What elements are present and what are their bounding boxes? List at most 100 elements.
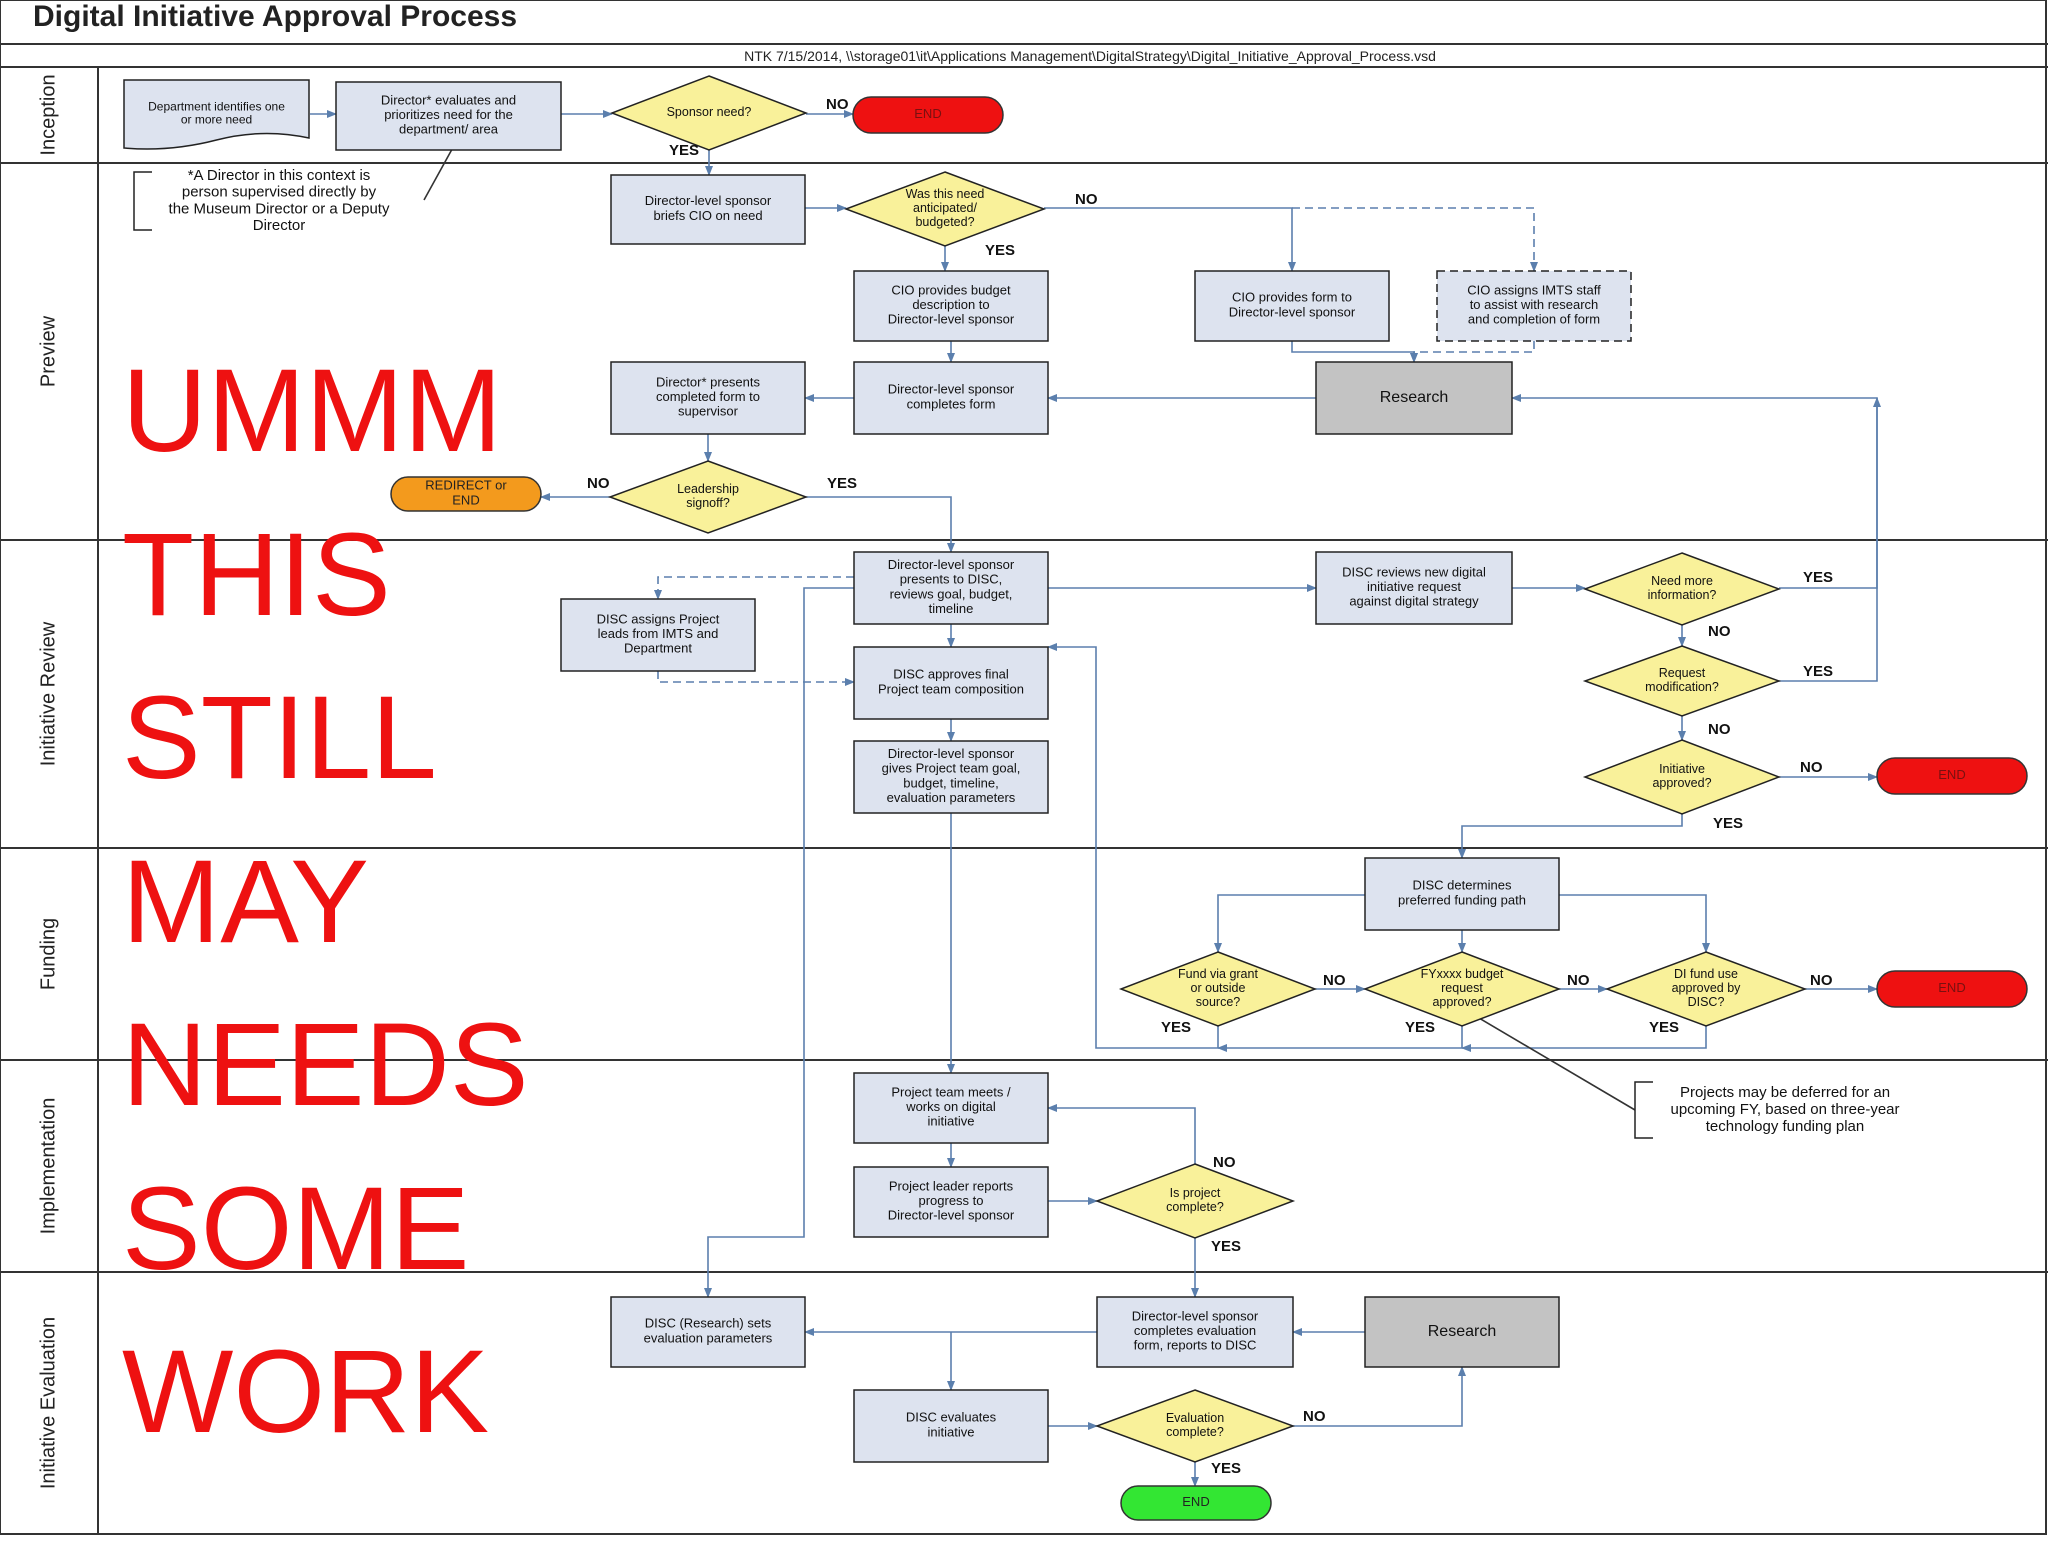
node-end-review: END — [1876, 757, 2028, 795]
connector — [657, 671, 855, 686]
node-research-preview: Research — [1315, 361, 1513, 435]
node-text: Research — [1380, 389, 1448, 406]
overlay-line: WORK — [122, 1326, 490, 1458]
branch-label-yes: YES — [985, 242, 1015, 259]
branch-label-yes: YES — [827, 475, 857, 492]
overlay-line: NEEDS — [122, 999, 529, 1131]
branch-label-yes: YES — [1211, 1238, 1241, 1255]
node-text: END — [1182, 1494, 1209, 1509]
connector — [1214, 894, 1365, 953]
overlay-line: STILL — [122, 672, 437, 804]
lane-label: Implementation — [37, 1098, 59, 1235]
lane-label: Funding — [37, 918, 59, 990]
lane-label: Initiative Evaluation — [37, 1317, 59, 1489]
branch-label-no: NO — [1810, 972, 1833, 989]
node-text: END — [914, 106, 941, 121]
connector — [1779, 397, 1881, 682]
node-text: END — [1938, 767, 1965, 782]
branch-label-no: NO — [1075, 191, 1098, 208]
overlay-line: THIS — [122, 508, 391, 641]
connector — [1461, 1007, 1636, 1111]
connector — [1047, 643, 1219, 1049]
branch-label-no: NO — [1323, 972, 1346, 989]
connector — [1458, 814, 1683, 859]
node-end-final: END — [1120, 1485, 1272, 1521]
connector — [1461, 1026, 1707, 1052]
overlay-annotation: UMMM THIS STILL MAY NEEDS SOME WORK — [122, 330, 529, 1475]
branch-label-no: NO — [1303, 1408, 1326, 1425]
node-text: END — [1938, 980, 1965, 995]
connectors — [310, 110, 1881, 1487]
branch-label-no: NO — [826, 96, 849, 113]
node-end-inception: END — [852, 96, 1004, 134]
overlay-line: SOME — [122, 1162, 470, 1295]
branch-label-no: NO — [587, 475, 610, 492]
connector — [654, 576, 854, 600]
branch-label-yes: YES — [1211, 1460, 1241, 1477]
connector — [1047, 1104, 1196, 1164]
node-text: Research — [1428, 1323, 1496, 1340]
branch-label-yes: YES — [1161, 1019, 1191, 1036]
node-sponsor-need: Sponsor need? — [609, 75, 809, 151]
branch-label-yes: YES — [1803, 663, 1833, 680]
branch-label-no: NO — [1708, 721, 1731, 738]
overlay-line: MAY — [122, 835, 369, 968]
lane-label: Initiative Review — [37, 621, 59, 766]
branch-label-yes: YES — [1405, 1019, 1435, 1036]
connector — [1410, 341, 1535, 363]
connector — [806, 496, 955, 553]
connector — [1559, 894, 1710, 953]
node-research-eval: Research — [1364, 1296, 1560, 1368]
branch-label-yes: YES — [1803, 569, 1833, 586]
connector — [1292, 207, 1538, 272]
lane-label: Preview — [37, 315, 59, 387]
